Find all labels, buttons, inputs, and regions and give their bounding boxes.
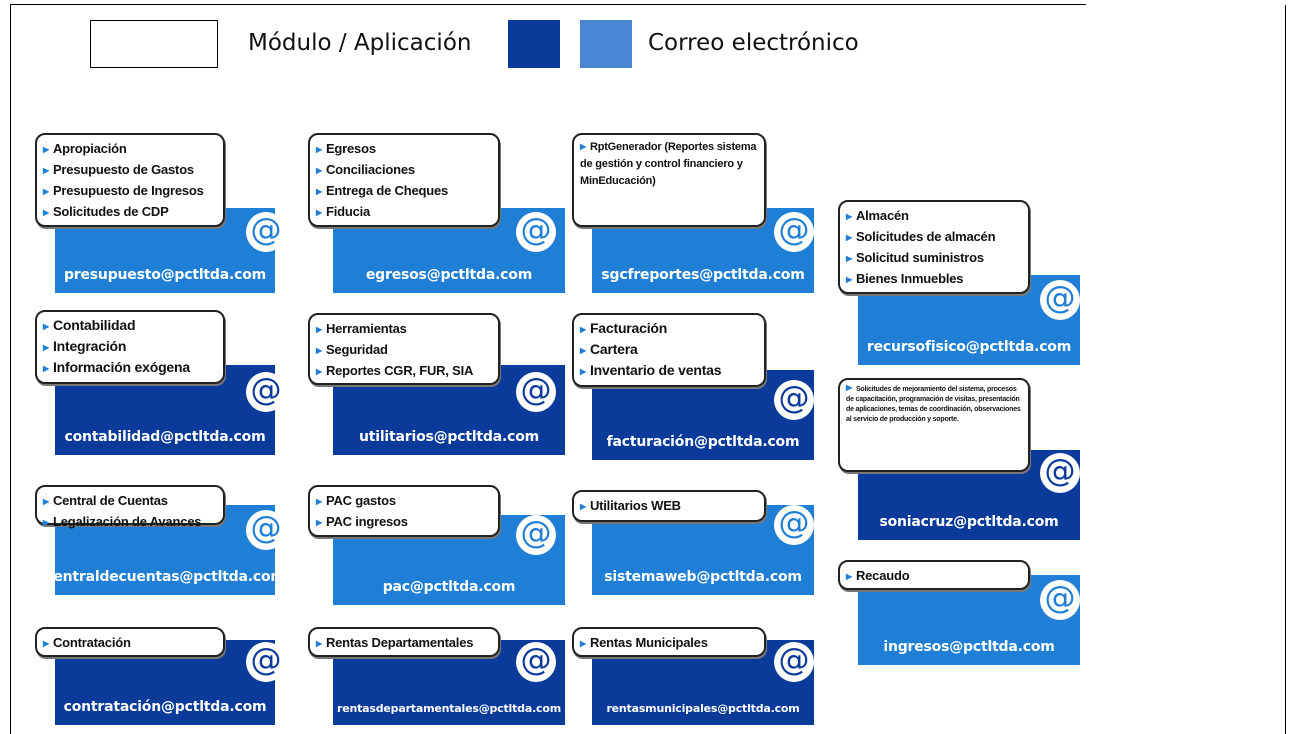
email-address[interactable]: contratación@pctltda.com [63, 699, 267, 715]
legend-module-swatch [90, 20, 218, 68]
module-item: Cartera [580, 340, 758, 361]
at-sign-icon: @ [774, 380, 814, 420]
at-sign-icon: @ [516, 372, 556, 412]
module-item: Central de Cuentas [43, 491, 217, 512]
module-list-rentasmunicipales: Rentas Municipales [572, 627, 766, 657]
at-sign-icon: @ [516, 212, 556, 252]
module-item: Apropiación [43, 139, 217, 160]
module-item: Utilitarios WEB [580, 496, 758, 517]
module-item: Presupuesto de Ingresos [43, 181, 217, 202]
at-sign-icon: @ [774, 505, 814, 545]
at-sign-icon: @ [774, 642, 814, 682]
module-item: Legalización de Avances [43, 512, 217, 533]
module-item: Rentas Departamentales [316, 633, 492, 654]
module-item: Recaudo [846, 566, 1022, 587]
module-list-soniacruz: Solicitudes de mejoramiento del sistema,… [838, 378, 1030, 472]
email-address[interactable]: rentasmunicipales@pctltda.com [606, 702, 800, 715]
legend-module-label: Módulo / Aplicación [248, 30, 472, 56]
email-address[interactable]: rentasdepartamentales@pctltda.com [337, 702, 561, 715]
email-address[interactable]: utilitarios@pctltda.com [358, 429, 540, 445]
module-item: Contabilidad [43, 316, 217, 337]
email-address[interactable]: facturación@pctltda.com [606, 434, 800, 450]
module-item: Solicitudes de mejoramiento del sistema,… [846, 384, 1022, 425]
module-list-sgcfreportes: RptGenerador (Reportes sistema de gestió… [572, 133, 766, 227]
email-block-facturacion: facturación@pctltda.com [592, 370, 814, 460]
diagram-frame [10, 4, 1286, 734]
module-list-contratacion: Contratación [35, 627, 225, 657]
module-list-presupuesto: ApropiaciónPresupuesto de GastosPresupue… [35, 133, 225, 227]
module-list-utilitarios: HerramientasSeguridadReportes CGR, FUR, … [308, 313, 500, 385]
module-item: Entrega de Cheques [316, 181, 492, 202]
module-list-recursofisico: AlmacénSolicitudes de almacénSolicitud s… [838, 200, 1030, 294]
module-item: Solicitudes de CDP [43, 202, 217, 223]
module-list-contabilidad: ContabilidadIntegraciónInformación exóge… [35, 310, 225, 384]
email-address[interactable]: soniacruz@pctltda.com [879, 514, 1059, 530]
module-item: Presupuesto de Gastos [43, 160, 217, 181]
at-sign-icon: @ [246, 372, 286, 412]
module-list-ingresos: Recaudo [838, 560, 1030, 590]
frame-gap [1086, 0, 1286, 5]
module-item: Conciliaciones [316, 160, 492, 181]
module-item: Información exógena [43, 358, 217, 379]
module-item: Solicitud suministros [846, 248, 1022, 269]
email-address[interactable]: recursofisico@pctltda.com [866, 339, 1072, 355]
module-list-pac: PAC gastosPAC ingresos [308, 485, 500, 537]
module-item: Seguridad [316, 340, 492, 361]
module-list-centraldecuentas: Central de CuentasLegalización de Avance… [35, 485, 225, 529]
at-sign-icon: @ [774, 212, 814, 252]
module-list-facturacion: FacturaciónCarteraInventario de ventas [572, 313, 766, 387]
legend-dark-swatch [508, 20, 560, 68]
module-item: PAC gastos [316, 491, 492, 512]
at-sign-icon: @ [1040, 580, 1080, 620]
module-item: Egresos [316, 139, 492, 160]
module-item: Reportes CGR, FUR, SIA [316, 361, 492, 382]
at-sign-icon: @ [516, 642, 556, 682]
module-item: Facturación [580, 319, 758, 340]
module-item: Solicitudes de almacén [846, 227, 1022, 248]
module-list-egresos: EgresosConciliacionesEntrega de ChequesF… [308, 133, 500, 227]
module-item: Herramientas [316, 319, 492, 340]
email-address[interactable]: pac@pctltda.com [382, 579, 516, 595]
at-sign-icon: @ [246, 212, 286, 252]
at-sign-icon: @ [1040, 453, 1080, 493]
at-sign-icon: @ [516, 515, 556, 555]
email-address[interactable]: contabilidad@pctltda.com [64, 429, 266, 445]
module-item: Fiducia [316, 202, 492, 223]
email-address[interactable]: presupuesto@pctltda.com [63, 267, 267, 283]
email-address[interactable]: sgcfreportes@pctltda.com [601, 267, 805, 283]
module-item: Almacén [846, 206, 1022, 227]
email-address[interactable]: sistemaweb@pctltda.com [604, 569, 802, 585]
email-address[interactable]: ingresos@pctltda.com [883, 639, 1055, 655]
module-item: PAC ingresos [316, 512, 492, 533]
at-sign-icon: @ [246, 642, 286, 682]
module-item: Integración [43, 337, 217, 358]
module-item: RptGenerador (Reportes sistema de gestió… [580, 139, 758, 190]
email-address[interactable]: egresos@pctltda.com [365, 267, 533, 283]
module-list-sistemaweb: Utilitarios WEB [572, 490, 766, 522]
email-address[interactable]: centraldecuentas@pctltda.com [45, 569, 285, 585]
legend-email-label: Correo electrónico [648, 30, 859, 56]
module-item: Inventario de ventas [580, 361, 758, 382]
at-sign-icon: @ [1040, 280, 1080, 320]
module-item: Rentas Municipales [580, 633, 758, 654]
legend-light-swatch [580, 20, 632, 68]
module-item: Bienes Inmuebles [846, 269, 1022, 290]
module-list-rentasdepartamentales: Rentas Departamentales [308, 627, 500, 657]
at-sign-icon: @ [246, 510, 286, 550]
module-item: Contratación [43, 633, 217, 654]
